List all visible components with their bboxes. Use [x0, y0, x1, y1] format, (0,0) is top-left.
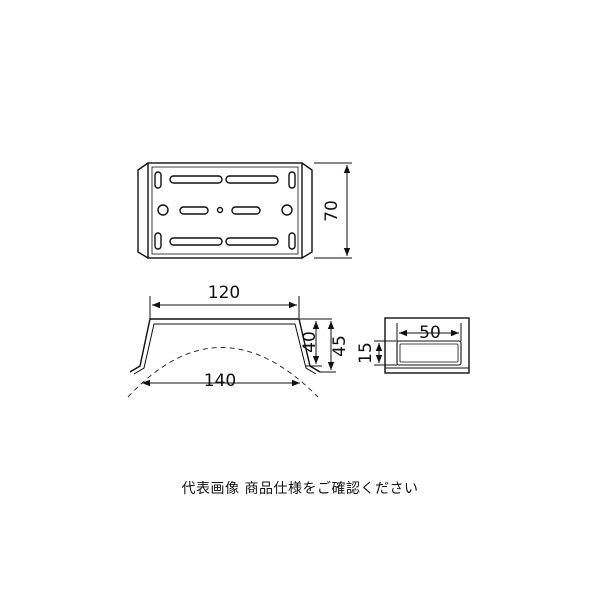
top-view-height-label: 70: [322, 200, 342, 222]
front-view-pipe-arc: [127, 347, 319, 398]
front-view-outer-height-dimension: [320, 321, 336, 373]
side-view-slot-length-label: 50: [419, 323, 441, 343]
side-view-slot-width-label: 15: [356, 342, 376, 364]
front-view-inner-width-label: 120: [208, 283, 240, 303]
top-view-height-dimension: [314, 162, 352, 259]
side-view: [384, 317, 470, 374]
image-caption: 代表画像 商品仕様をご確認ください: [181, 481, 419, 497]
front-view-inner-width-dimension: [149, 296, 300, 320]
front-view: [129, 318, 321, 375]
front-view-outer-width-label: 140: [204, 371, 236, 391]
top-view: [137, 162, 313, 259]
side-view-slot-width-dimension: [374, 340, 397, 366]
side-view-slot-length-dimension: [396, 323, 462, 341]
front-view-inner-height-dimension: [300, 318, 332, 367]
front-view-outer-height-label: 45: [330, 335, 350, 357]
front-view-inner-height-label: 40: [300, 331, 320, 353]
